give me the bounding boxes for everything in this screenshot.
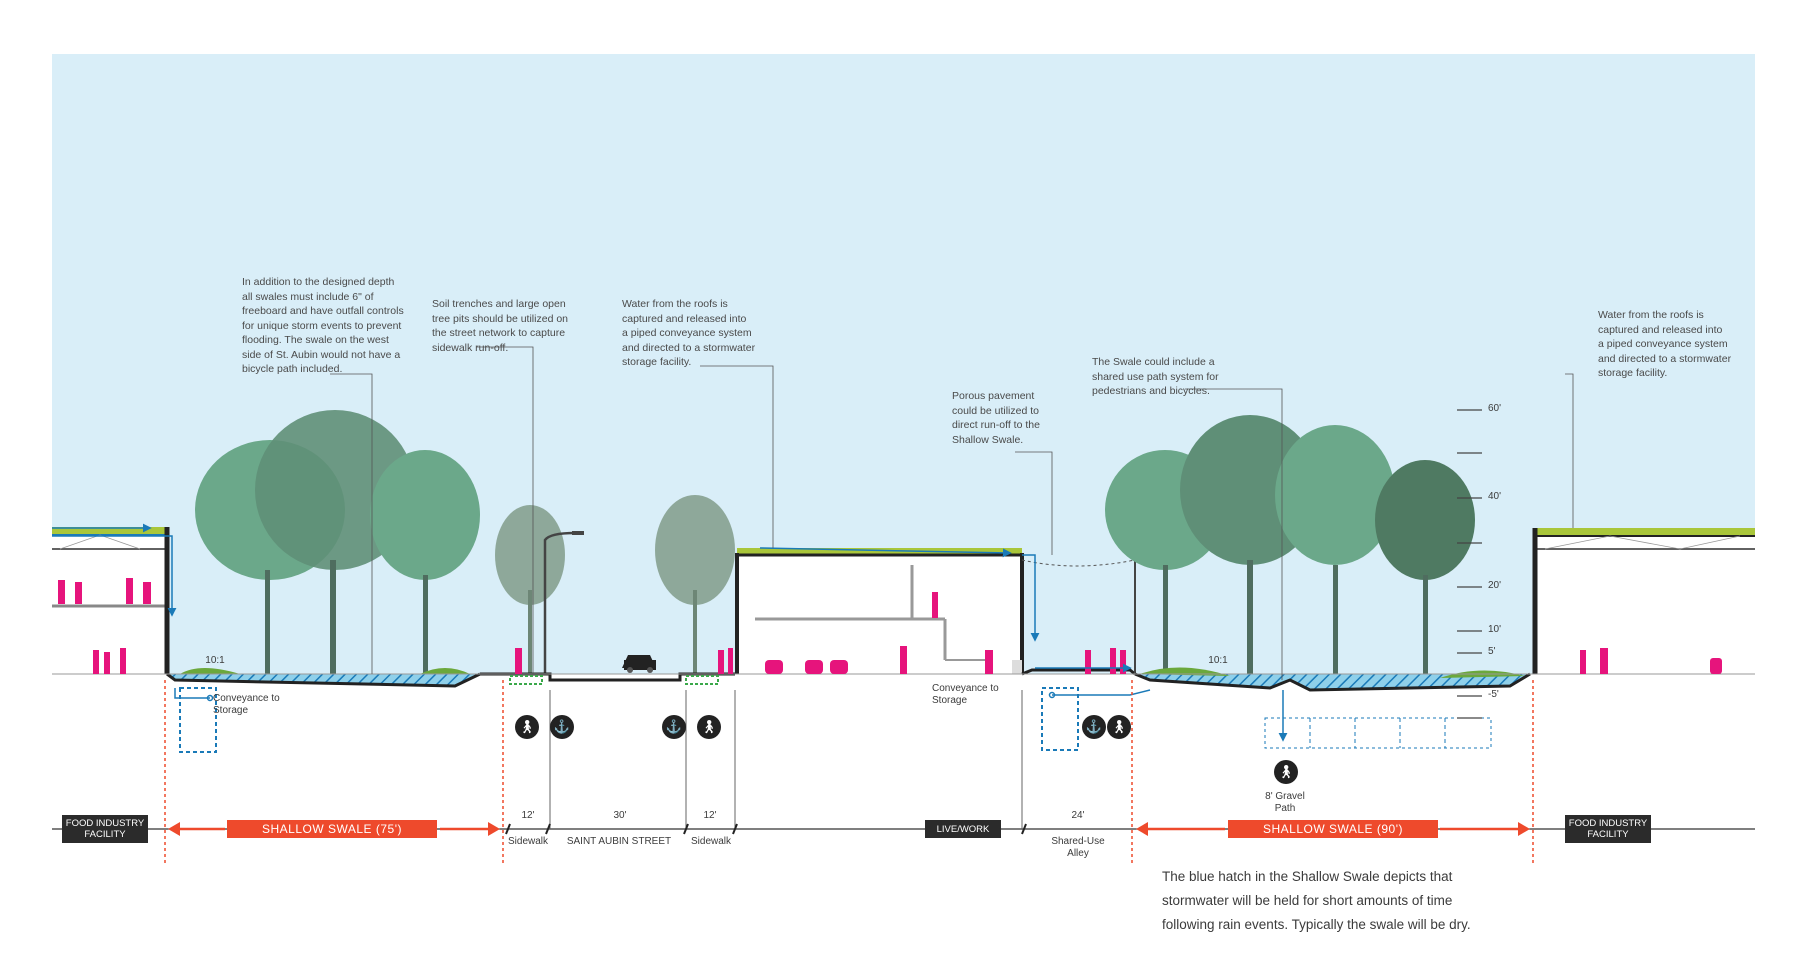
sidewalk-label-left: Sidewalk (507, 836, 549, 847)
elevation-scale (1457, 409, 1482, 719)
bicycle-icon: ⚓ (550, 715, 574, 739)
dim-street: 30' (613, 810, 627, 821)
live-work-tag: LIVE/WORK (925, 820, 1001, 838)
storage-facilities (179, 687, 1492, 753)
shallow-swale-tag-left: SHALLOW SWALE (75') (227, 820, 437, 838)
trees-right-swale (1105, 415, 1475, 674)
shallow-swale-left (166, 668, 481, 688)
scale-20: 20' (1488, 580, 1502, 591)
pedestrian-icon: 🚶︎ (1107, 715, 1131, 739)
scale-minus-5: -5' (1488, 689, 1499, 700)
sidewalk-label-right: Sidewalk (690, 836, 732, 847)
scale-5: 5' (1488, 646, 1496, 657)
street-label: SAINT AUBIN STREET (566, 836, 672, 847)
slope-label-left: 10:1 (205, 655, 225, 666)
annotation-roof-water-center: Water from the roofs is captured and rel… (622, 298, 756, 368)
pedestrian-icon: 🚶︎ (1274, 760, 1298, 784)
alley-label: Shared-Use Alley (1051, 836, 1105, 859)
slope-label-right: 10:1 (1208, 655, 1228, 666)
subsurface (52, 674, 1755, 794)
pedestrian-icon: 🚶︎ (697, 715, 721, 739)
food-industry-building-left (52, 527, 170, 674)
conveyance-label-right: Conveyance to Storage (932, 683, 999, 706)
annotation-leaders (330, 346, 1574, 680)
dim-sidewalk-right: 12' (703, 810, 717, 821)
annotation-soil-trenches: Soil trenches and large open tree pits s… (432, 298, 569, 354)
scale-10: 10' (1488, 624, 1502, 635)
scale-60: 60' (1488, 403, 1502, 414)
scale-40: 40' (1488, 491, 1502, 502)
bicycle-icon: ⚓ (662, 715, 686, 739)
annotation-roof-water-right: Water from the roofs is captured and rel… (1598, 309, 1732, 379)
conveyance-label-left: Conveyance to Storage (213, 693, 280, 716)
roof-water-flow (52, 523, 1288, 742)
annotation-shared-use-path: The Swale could include a shared use pat… (1092, 356, 1219, 397)
pedestrian-icon: 🚶︎ (515, 715, 539, 739)
shared-use-alley (1021, 559, 1136, 676)
food-industry-building-right (1532, 528, 1755, 674)
live-work-building (735, 548, 1024, 674)
food-industry-tag-right: FOOD INDUSTRY FACILITY (1565, 815, 1651, 843)
dim-sidewalk-left: 12' (521, 810, 535, 821)
food-industry-tag-left: FOOD INDUSTRY FACILITY (62, 815, 148, 843)
annotation-swale-depth: In addition to the designed depth all sw… (242, 276, 404, 375)
diagram-caption: The blue hatch in the Shallow Swale depi… (1162, 869, 1471, 932)
dim-alley: 24' (1071, 810, 1085, 821)
trees-left-swale (195, 410, 480, 674)
street-trees (495, 495, 735, 674)
gravel-path-label: 8' Gravel Path (1265, 791, 1305, 814)
bicycle-icon: ⚓ (1082, 715, 1106, 739)
people-figures (58, 578, 1722, 674)
shallow-swale-tag-right: SHALLOW SWALE (90') (1228, 820, 1438, 838)
annotation-porous-pavement: Porous pavement could be utilized to dir… (952, 390, 1040, 446)
